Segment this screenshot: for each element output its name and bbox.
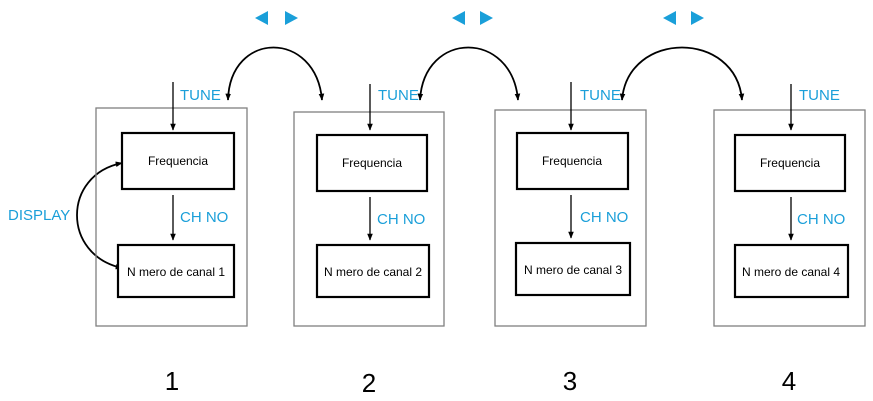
frequency-box: [315, 133, 429, 193]
ch-no-label: CH NO: [580, 209, 628, 226]
channel-label: N mero de canal 2: [324, 265, 422, 279]
channel-box: [733, 243, 850, 299]
triangle-left-icon: [452, 11, 465, 25]
nav-arrows-2-3: [452, 11, 493, 25]
panel-number: 1: [165, 366, 179, 396]
panel-frame: [293, 111, 445, 327]
triangle-right-icon: [691, 11, 704, 25]
channel-label: N mero de canal 4: [742, 265, 840, 279]
frequency-box: [515, 131, 630, 191]
nav-arrows-3-4: [663, 11, 704, 25]
frequency-label: Frequencia: [542, 154, 602, 168]
frequency-box: [120, 131, 236, 191]
tune-label: TUNE: [799, 87, 840, 104]
channel-label: N mero de canal 3: [524, 263, 622, 277]
frequency-label: Frequencia: [342, 156, 402, 170]
tune-label: TUNE: [378, 87, 419, 104]
ch-no-label: CH NO: [797, 211, 845, 228]
ch-no-label: CH NO: [377, 211, 425, 228]
panel-1: TUNE Frequencia CH NO N mero de canal 1 …: [95, 82, 248, 396]
tune-label: TUNE: [580, 87, 621, 104]
display-label: DISPLAY: [8, 207, 70, 224]
display-loop-arrow: [76, 161, 123, 270]
frequency-label: Frequencia: [148, 154, 208, 168]
channel-box: [514, 241, 632, 297]
panel-number: 2: [362, 368, 376, 398]
link-arrow-2-3: [417, 46, 521, 101]
frequency-box: [733, 133, 847, 193]
panel-3: TUNE Frequencia CH NO N mero de canal 3 …: [494, 82, 647, 396]
ch-no-label: CH NO: [180, 209, 228, 226]
nav-arrows-1-2: [255, 11, 298, 25]
channel-box: [116, 243, 236, 299]
triangle-right-icon: [480, 11, 493, 25]
channel-label: N mero de canal 1: [127, 265, 225, 279]
triangle-left-icon: [255, 11, 268, 25]
channel-box: [315, 243, 431, 299]
panel-number: 3: [563, 366, 577, 396]
panel-4: TUNE Frequencia CH NO N mero de canal 4 …: [713, 84, 866, 396]
link-arrow-3-4: [619, 46, 745, 101]
panel-2: TUNE Frequencia CH NO N mero de canal 2 …: [293, 84, 445, 398]
link-arrow-1-2: [225, 46, 325, 101]
panel-number: 4: [782, 366, 796, 396]
panel-frame: [95, 107, 248, 327]
triangle-right-icon: [285, 11, 298, 25]
frequency-label: Frequencia: [760, 156, 820, 170]
tune-label: TUNE: [180, 87, 221, 104]
panel-frame: [713, 109, 866, 327]
triangle-left-icon: [663, 11, 676, 25]
